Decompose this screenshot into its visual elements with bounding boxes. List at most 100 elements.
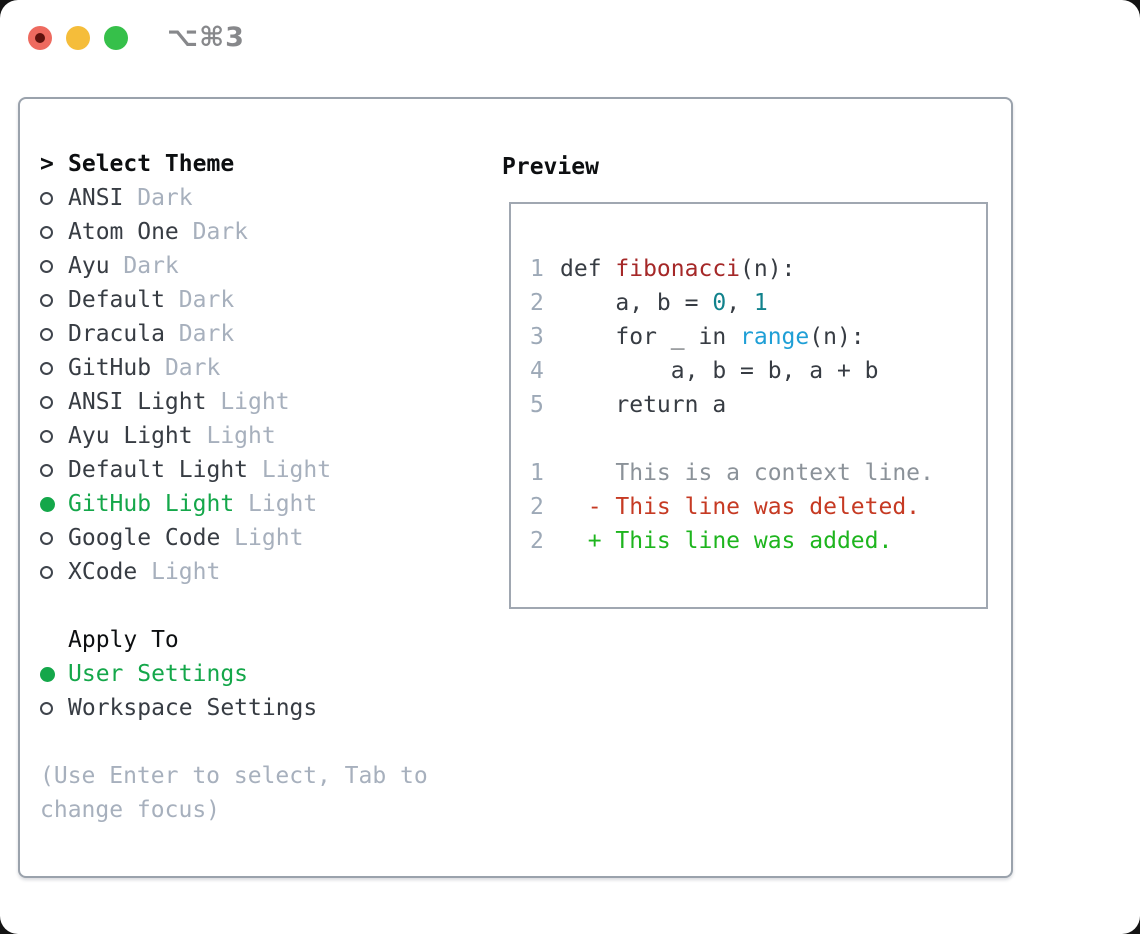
theme-name: Dracula <box>68 321 165 347</box>
theme-name: Default Light <box>68 457 249 483</box>
theme-variant: Light <box>248 457 332 483</box>
code-line: 2 + This line was added. <box>530 524 934 558</box>
theme-name: GitHub <box>68 355 152 381</box>
code-segment-plain: (n): <box>809 324 865 350</box>
code-segment-builtin: range <box>740 324 810 350</box>
title-bar: ⌥⌘3 <box>0 0 1140 80</box>
select-theme-header: > Select Theme <box>40 147 490 181</box>
apply-option-label: Workspace Settings <box>68 695 318 721</box>
theme-option-ansi[interactable]: ANSI Dark <box>40 181 490 215</box>
radio-icon <box>40 191 53 205</box>
line-number: 2 <box>530 528 544 554</box>
radio-selected-icon <box>40 496 55 512</box>
radio-icon <box>40 565 53 579</box>
theme-option-atom-one[interactable]: Atom One Dark <box>40 215 490 249</box>
theme-option-dracula[interactable]: Dracula Dark <box>40 317 490 351</box>
theme-option-ayu[interactable]: Ayu Dark <box>40 249 490 283</box>
theme-option-github[interactable]: GitHub Dark <box>40 351 490 385</box>
apply-option-label: User Settings <box>68 661 249 687</box>
radio-icon <box>40 531 53 545</box>
theme-variant: Dark <box>178 219 249 245</box>
apply-to-header-label: Apply To <box>68 627 179 653</box>
line-number: 2 <box>530 494 544 520</box>
theme-variant: Light <box>234 491 318 517</box>
theme-variant: Dark <box>109 253 179 279</box>
code-segment-context: This is a context line. <box>560 460 934 486</box>
apply-to-header: Apply To <box>40 623 490 657</box>
radio-icon <box>40 361 53 375</box>
apply-option-user-settings[interactable]: User Settings <box>40 657 490 691</box>
caret-icon: > <box>40 151 54 177</box>
radio-icon <box>40 395 53 409</box>
theme-variant: Light <box>220 525 304 551</box>
theme-variant: Dark <box>151 355 221 381</box>
code-line <box>530 422 934 456</box>
radio-icon <box>40 225 53 239</box>
line-number: 1 <box>530 460 544 486</box>
theme-variant: Light <box>192 423 276 449</box>
line-number: 2 <box>530 290 544 316</box>
theme-variant: Light <box>137 559 221 585</box>
theme-variant: Dark <box>123 185 193 211</box>
code-line: 2 a, b = 0, 1 <box>530 286 934 320</box>
code-segment-plain: a, b = <box>560 290 713 316</box>
code-line: 1 This is a context line. <box>530 456 934 490</box>
line-number: 4 <box>530 358 544 384</box>
apply-option-workspace-settings[interactable]: Workspace Settings <box>40 691 490 725</box>
radio-icon <box>40 429 53 443</box>
theme-name: Ayu Light <box>68 423 193 449</box>
code-line: 3 for _ in range(n): <box>530 320 934 354</box>
code-segment-plain: , <box>726 290 754 316</box>
radio-icon <box>40 463 53 477</box>
radio-icon <box>40 701 53 715</box>
theme-variant: Dark <box>164 321 235 347</box>
theme-option-ansi-light[interactable]: ANSI Light Light <box>40 385 490 419</box>
code-segment-added: + This line was added. <box>560 528 893 554</box>
theme-name: Atom One <box>68 219 179 245</box>
theme-option-github-light[interactable]: GitHub Light Light <box>40 487 490 521</box>
theme-name: GitHub Light <box>68 491 235 517</box>
theme-variant: Dark <box>164 287 235 313</box>
line-number: 1 <box>530 256 544 282</box>
theme-option-google-code[interactable]: Google Code Light <box>40 521 490 555</box>
line-number: 3 <box>530 324 544 350</box>
preview-header: Preview <box>502 154 599 180</box>
code-line: 4 a, b = b, a + b <box>530 354 934 388</box>
radio-icon <box>40 259 53 273</box>
select-theme-header-label: Select Theme <box>68 151 235 177</box>
zoom-button[interactable] <box>104 26 128 50</box>
code-segment-number: 1 <box>753 290 768 316</box>
code-segment-plain: return a <box>560 392 727 418</box>
code-line: 2 - This line was deleted. <box>530 490 934 524</box>
theme-name: Ayu <box>68 253 110 279</box>
radio-selected-icon <box>40 666 55 682</box>
code-segment-plain: for _ in <box>560 324 741 350</box>
theme-name: Default <box>68 287 165 313</box>
radio-icon <box>40 293 53 307</box>
theme-name: XCode <box>68 559 138 585</box>
theme-variant: Light <box>206 389 290 415</box>
window-title: ⌥⌘3 <box>167 22 245 53</box>
code-segment-plain: def <box>560 256 616 282</box>
close-button[interactable] <box>28 26 52 50</box>
code-segment-function: fibonacci <box>615 256 741 282</box>
keyboard-hint: (Use Enter to select, Tab to change focu… <box>40 763 428 823</box>
code-segment-plain: (n): <box>740 256 796 282</box>
theme-option-default-light[interactable]: Default Light Light <box>40 453 490 487</box>
theme-option-xcode[interactable]: XCode Light <box>40 555 490 589</box>
code-line: 5 return a <box>530 388 934 422</box>
theme-option-ayu-light[interactable]: Ayu Light Light <box>40 419 490 453</box>
minimize-button[interactable] <box>66 26 90 50</box>
theme-option-default[interactable]: Default Dark <box>40 283 490 317</box>
code-segment-number: 0 <box>712 290 727 316</box>
theme-name: ANSI Light <box>68 389 207 415</box>
code-segment-plain: a, b = b, a + b <box>560 358 879 384</box>
line-number: 5 <box>530 392 544 418</box>
radio-icon <box>40 327 53 341</box>
